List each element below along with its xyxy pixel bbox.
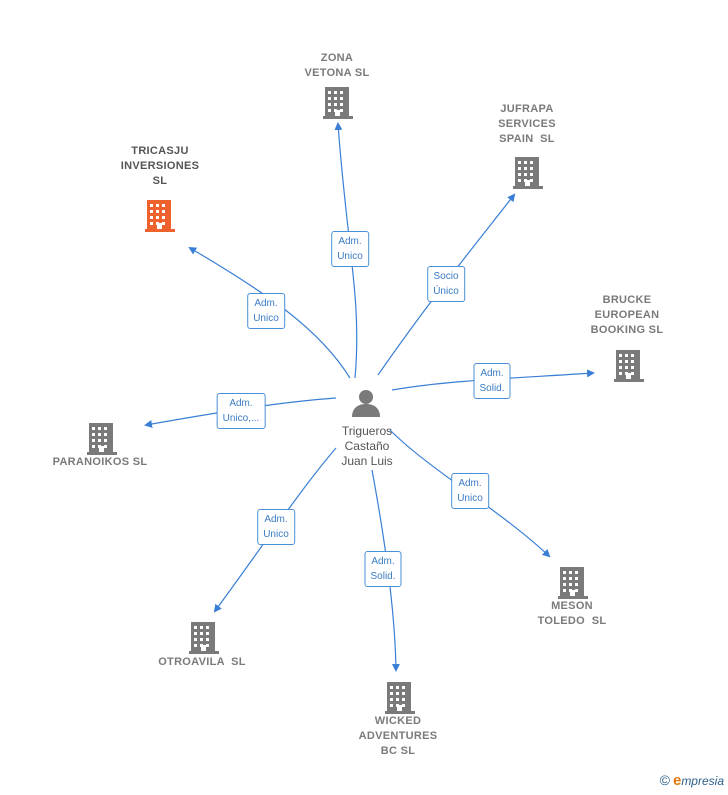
relation-label-wicked[interactable]: Adm. Solid. [364, 551, 402, 587]
relation-label-tricasju[interactable]: Adm. Unico [247, 293, 285, 329]
company-name-brucke[interactable]: BRUCKE EUROPEAN BOOKING SL [590, 294, 664, 336]
building-icon [323, 87, 353, 119]
empresia-logo-initial: e [672, 772, 682, 789]
building-icon [145, 200, 175, 232]
building-icon [87, 423, 117, 455]
company-name-paranoikos[interactable]: PARANOIKOS SL [52, 456, 148, 468]
building-icon [385, 682, 415, 714]
company-name-tricasju[interactable]: TRICASJU INVERSIONES SL [120, 145, 200, 187]
relation-label-meson[interactable]: Adm. Unico [451, 473, 489, 509]
footer-brand[interactable]: ©empresia [660, 772, 724, 789]
relation-label-otroavila[interactable]: Adm. Unico [257, 509, 295, 545]
person-icon[interactable] [351, 388, 381, 423]
company-node-jufrapa[interactable] [512, 156, 544, 195]
company-node-paranoikos[interactable] [86, 422, 118, 461]
relation-label-jufrapa[interactable]: Socio Único [427, 266, 465, 302]
company-name-meson[interactable]: MESON TOLEDO SL [537, 600, 607, 627]
company-node-zona[interactable] [322, 86, 354, 125]
company-node-tricasju[interactable] [144, 199, 176, 238]
relation-edge-tricasju [188, 246, 351, 379]
relation-label-zona[interactable]: Adm. Unico [331, 231, 369, 267]
company-node-wicked[interactable] [384, 681, 416, 720]
relation-label-paranoikos[interactable]: Adm. Unico,... [216, 393, 266, 429]
company-node-brucke[interactable] [613, 349, 645, 388]
copyright-symbol: © [659, 772, 670, 788]
company-node-otroavila[interactable] [188, 621, 220, 660]
company-name-zona[interactable]: ZONA VETONA SL [304, 52, 370, 79]
company-name-jufrapa[interactable]: JUFRAPA SERVICES SPAIN SL [498, 103, 556, 145]
building-icon [614, 350, 644, 382]
company-name-otroavila[interactable]: OTROAVILA SL [158, 656, 246, 668]
building-icon [189, 622, 219, 654]
building-icon [513, 157, 543, 189]
person-name[interactable]: Trigueros Castaño Juan Luis [341, 424, 393, 468]
company-name-wicked[interactable]: WICKED ADVENTURES BC SL [358, 715, 438, 757]
empresia-logo-text: mpresia [681, 774, 724, 788]
relation-edge-zona [334, 122, 358, 379]
building-icon [558, 567, 588, 599]
company-node-meson[interactable] [557, 566, 589, 605]
relation-label-brucke[interactable]: Adm. Solid. [473, 363, 511, 399]
